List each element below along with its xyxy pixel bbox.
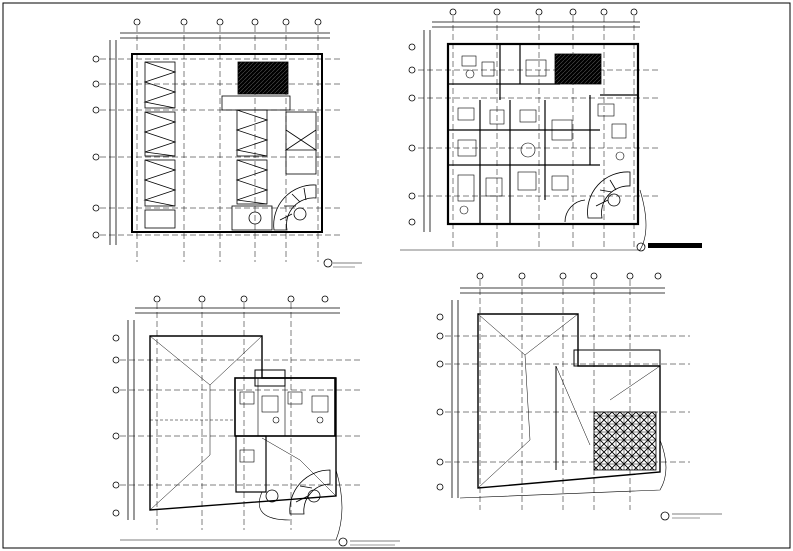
plan-2-marker	[636, 242, 646, 252]
parking-bays-left	[143, 61, 177, 229]
roof-slopes-3	[149, 335, 337, 511]
spiral-staircase-2	[564, 171, 631, 223]
plan-ground-floor	[400, 8, 702, 252]
roof-slopes-4	[477, 313, 661, 489]
spiral-staircase	[248, 184, 317, 231]
grid-bubbles-top	[133, 18, 322, 26]
grid-bubbles-left-4	[436, 313, 444, 491]
grid-bubbles-left-3	[112, 334, 120, 517]
grid-bubbles-left	[92, 55, 100, 239]
grid-bubbles-top-3	[153, 295, 329, 303]
lift-shaft-hatched	[237, 61, 289, 95]
ground-outer-wall	[446, 42, 640, 226]
grid-bubbles-left-2	[408, 43, 416, 226]
grid-bubbles-top-4	[476, 272, 662, 280]
plan-3-marker	[338, 537, 348, 547]
basement-outer-wall	[131, 53, 323, 233]
plan-4-marker	[660, 511, 670, 521]
spiral-staircase-3	[265, 469, 331, 515]
room-partitions	[448, 44, 638, 224]
tiled-terrace	[593, 411, 657, 471]
plan-basement-parking	[92, 18, 362, 268]
plan-first-floor	[112, 295, 400, 547]
lift-shaft-hatched-2	[554, 53, 602, 85]
furniture	[457, 55, 627, 215]
grid-bubbles-top-2	[449, 8, 638, 16]
plan-roof	[436, 272, 722, 521]
plan-1-marker	[323, 258, 333, 268]
roof-outline-3	[149, 335, 337, 511]
